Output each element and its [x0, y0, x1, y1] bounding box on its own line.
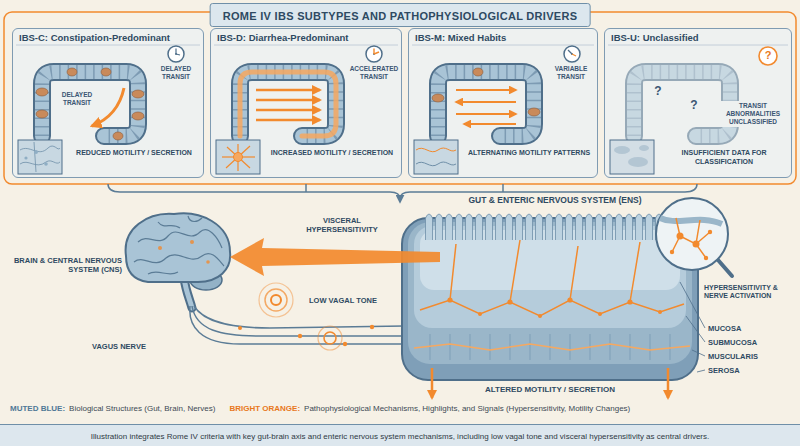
legend-text: BRIGHT ORANGE:	[229, 404, 300, 413]
panel-note: REDUCED MOTILITY / SECRETION	[69, 149, 199, 158]
panel-heading: IBS-D: Diarrhea-Predominant	[217, 33, 399, 44]
subtype-panel: IBS-C: Constipation-PredominantDELAYED T…	[12, 28, 204, 178]
layer-label: SUBMUCOSA	[708, 338, 792, 347]
legend-text: Pathophysiological Mechanisms, Highlight…	[304, 404, 630, 413]
caption-bar: Illustration integrates Rome IV criteria…	[0, 424, 800, 446]
legend-row: MUTED BLUE: Biological Structures (Gut, B…	[10, 404, 790, 413]
caption-text: Illustration integrates Rome IV criteria…	[85, 432, 716, 441]
hypersensitivity-arrow	[230, 238, 440, 276]
panel-heading: IBS-M: Mixed Habits	[415, 33, 595, 44]
panel-note: ACCELERATED TRANSIT	[347, 65, 401, 81]
mechanism-label: HYPERSENSITIVITY & NERVE ACTIVATION	[704, 284, 794, 300]
leader-lines	[680, 282, 705, 372]
mechanism-label: ALTERED MOTILITY / SECRETION	[440, 385, 660, 394]
panel-note: ALTERNATING MOTILITY PATTERNS	[465, 149, 593, 158]
brain	[126, 213, 231, 308]
panel-heading: IBS-C: Constipation-Predominant	[19, 33, 201, 44]
structure-label: VAGUS NERVE	[92, 342, 172, 351]
title-banner: ROME IV IBS SUBTYPES AND PATHOPHYSIOLOGI…	[210, 3, 591, 27]
subtype-panel: IBS-M: Mixed HabitsVARIABLE TRANSIT ALTER…	[408, 28, 598, 178]
magnifier	[656, 198, 732, 276]
question-mark: ?	[688, 98, 700, 112]
question-mark: ?	[762, 49, 774, 61]
vagus-nerve	[190, 306, 404, 344]
panel-note: TRANSIT ABNORMALITIES UNCLASSIFIED	[717, 101, 789, 127]
structure-label: BRAIN & CENTRAL NERVOUS SYSTEM (CNS)	[6, 256, 122, 274]
layer-label: MUSCULARIS	[708, 352, 792, 361]
panel-note: DELAYED TRANSIT	[51, 91, 103, 107]
gut-wall	[402, 210, 698, 380]
panel-heading: IBS-U: Unclassified	[611, 33, 789, 44]
signal-rings	[259, 283, 342, 350]
title-text: ROME IV IBS SUBTYPES AND PATHOPHYSIOLOGI…	[223, 10, 578, 22]
panel-note: INCREASED MOTILITY / SECRETION	[267, 149, 397, 158]
subtype-panel: IBS-D: Diarrhea-PredominantACCELERATED T…	[210, 28, 402, 178]
question-mark: ?	[652, 84, 664, 98]
layer-label: MUCOSA	[708, 324, 792, 333]
layer-label: SEROSA	[708, 366, 792, 375]
panel-note: VARIABLE TRANSIT	[545, 65, 597, 81]
legend-text: MUTED BLUE:	[10, 404, 65, 413]
panel-note: INSUFFICIENT DATA FOR CLASSIFICATION	[661, 149, 787, 166]
legend-text: Biological Structures (Gut, Brain, Nerve…	[69, 404, 215, 413]
panel-note: DELAYED TRANSIT	[149, 65, 203, 81]
mechanism-label: VISCERAL HYPERSENSITIVITY	[296, 216, 388, 234]
motility-arrows	[432, 368, 668, 398]
mechanism-label: LOW VAGAL TONE	[298, 296, 388, 305]
structure-label: GUT & ENTERIC NERVOUS SYSTEM (ENS)	[440, 195, 670, 205]
subtype-panel: IBS-U: UnclassifiedTRANSIT ABNORMALITIES…	[604, 28, 792, 178]
